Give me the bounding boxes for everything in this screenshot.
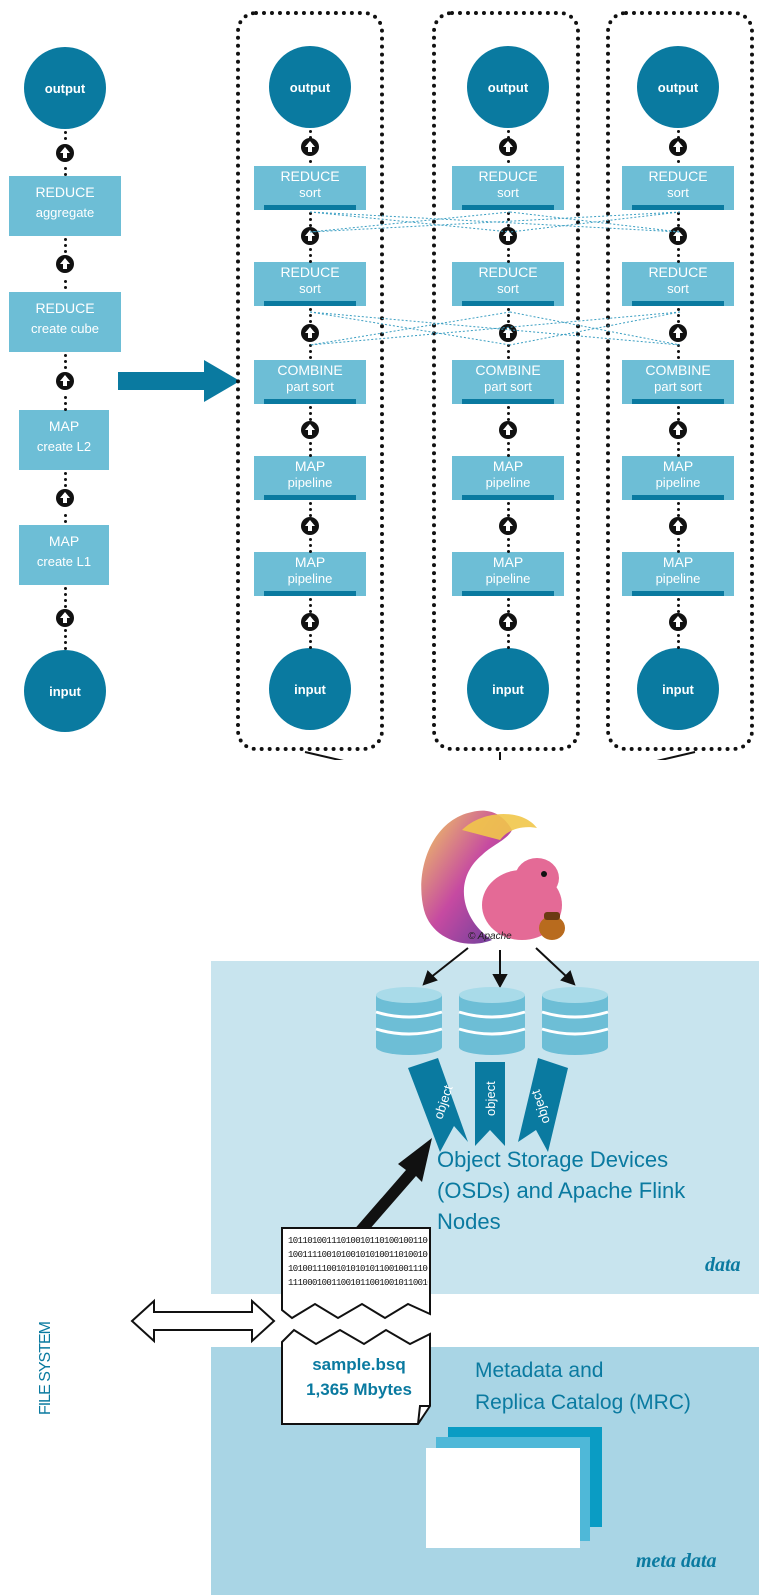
mrc-title-line-1: Metadata and (475, 1355, 691, 1387)
file-binary-block: 10110100111010010110100100110010 1001111… (288, 1234, 428, 1290)
file-info: sample.bsq 1,365 Mbytes (286, 1352, 432, 1402)
osd-title: Object Storage Devices (OSDs) and Apache… (437, 1144, 685, 1237)
file-system-text: FILE SYSTEM (37, 1322, 55, 1415)
osd-title-line-2: (OSDs) and Apache Flink (437, 1175, 685, 1206)
upload-arrow-icon (340, 1130, 440, 1240)
binary-line: 10100111001010101011001001110010 (288, 1262, 428, 1276)
data-tag: data (705, 1254, 741, 1277)
osd-title-line-3: Nodes (437, 1206, 685, 1237)
catalog-page-front (426, 1448, 580, 1548)
metadata-tag: meta data (636, 1550, 717, 1573)
mrc-title: Metadata and Replica Catalog (MRC) (475, 1355, 691, 1419)
file-name: sample.bsq (286, 1352, 432, 1377)
object-label-2: object (483, 1081, 498, 1116)
binary-line: 10011110010100101010011010010011 (288, 1248, 428, 1262)
bidirectional-arrow-icon (130, 1298, 276, 1344)
flink-to-osd-arrows (0, 0, 771, 1000)
osd-title-line-1: Object Storage Devices (437, 1144, 685, 1175)
file-system-label: FILE SYSTEM (37, 1322, 55, 1415)
mrc-title-line-2: Replica Catalog (MRC) (475, 1387, 691, 1419)
binary-line: 10110100111010010110100100110010 (288, 1234, 428, 1248)
file-size: 1,365 Mbytes (286, 1377, 432, 1402)
binary-line: 11100010011001011001001011001001 (288, 1276, 428, 1290)
